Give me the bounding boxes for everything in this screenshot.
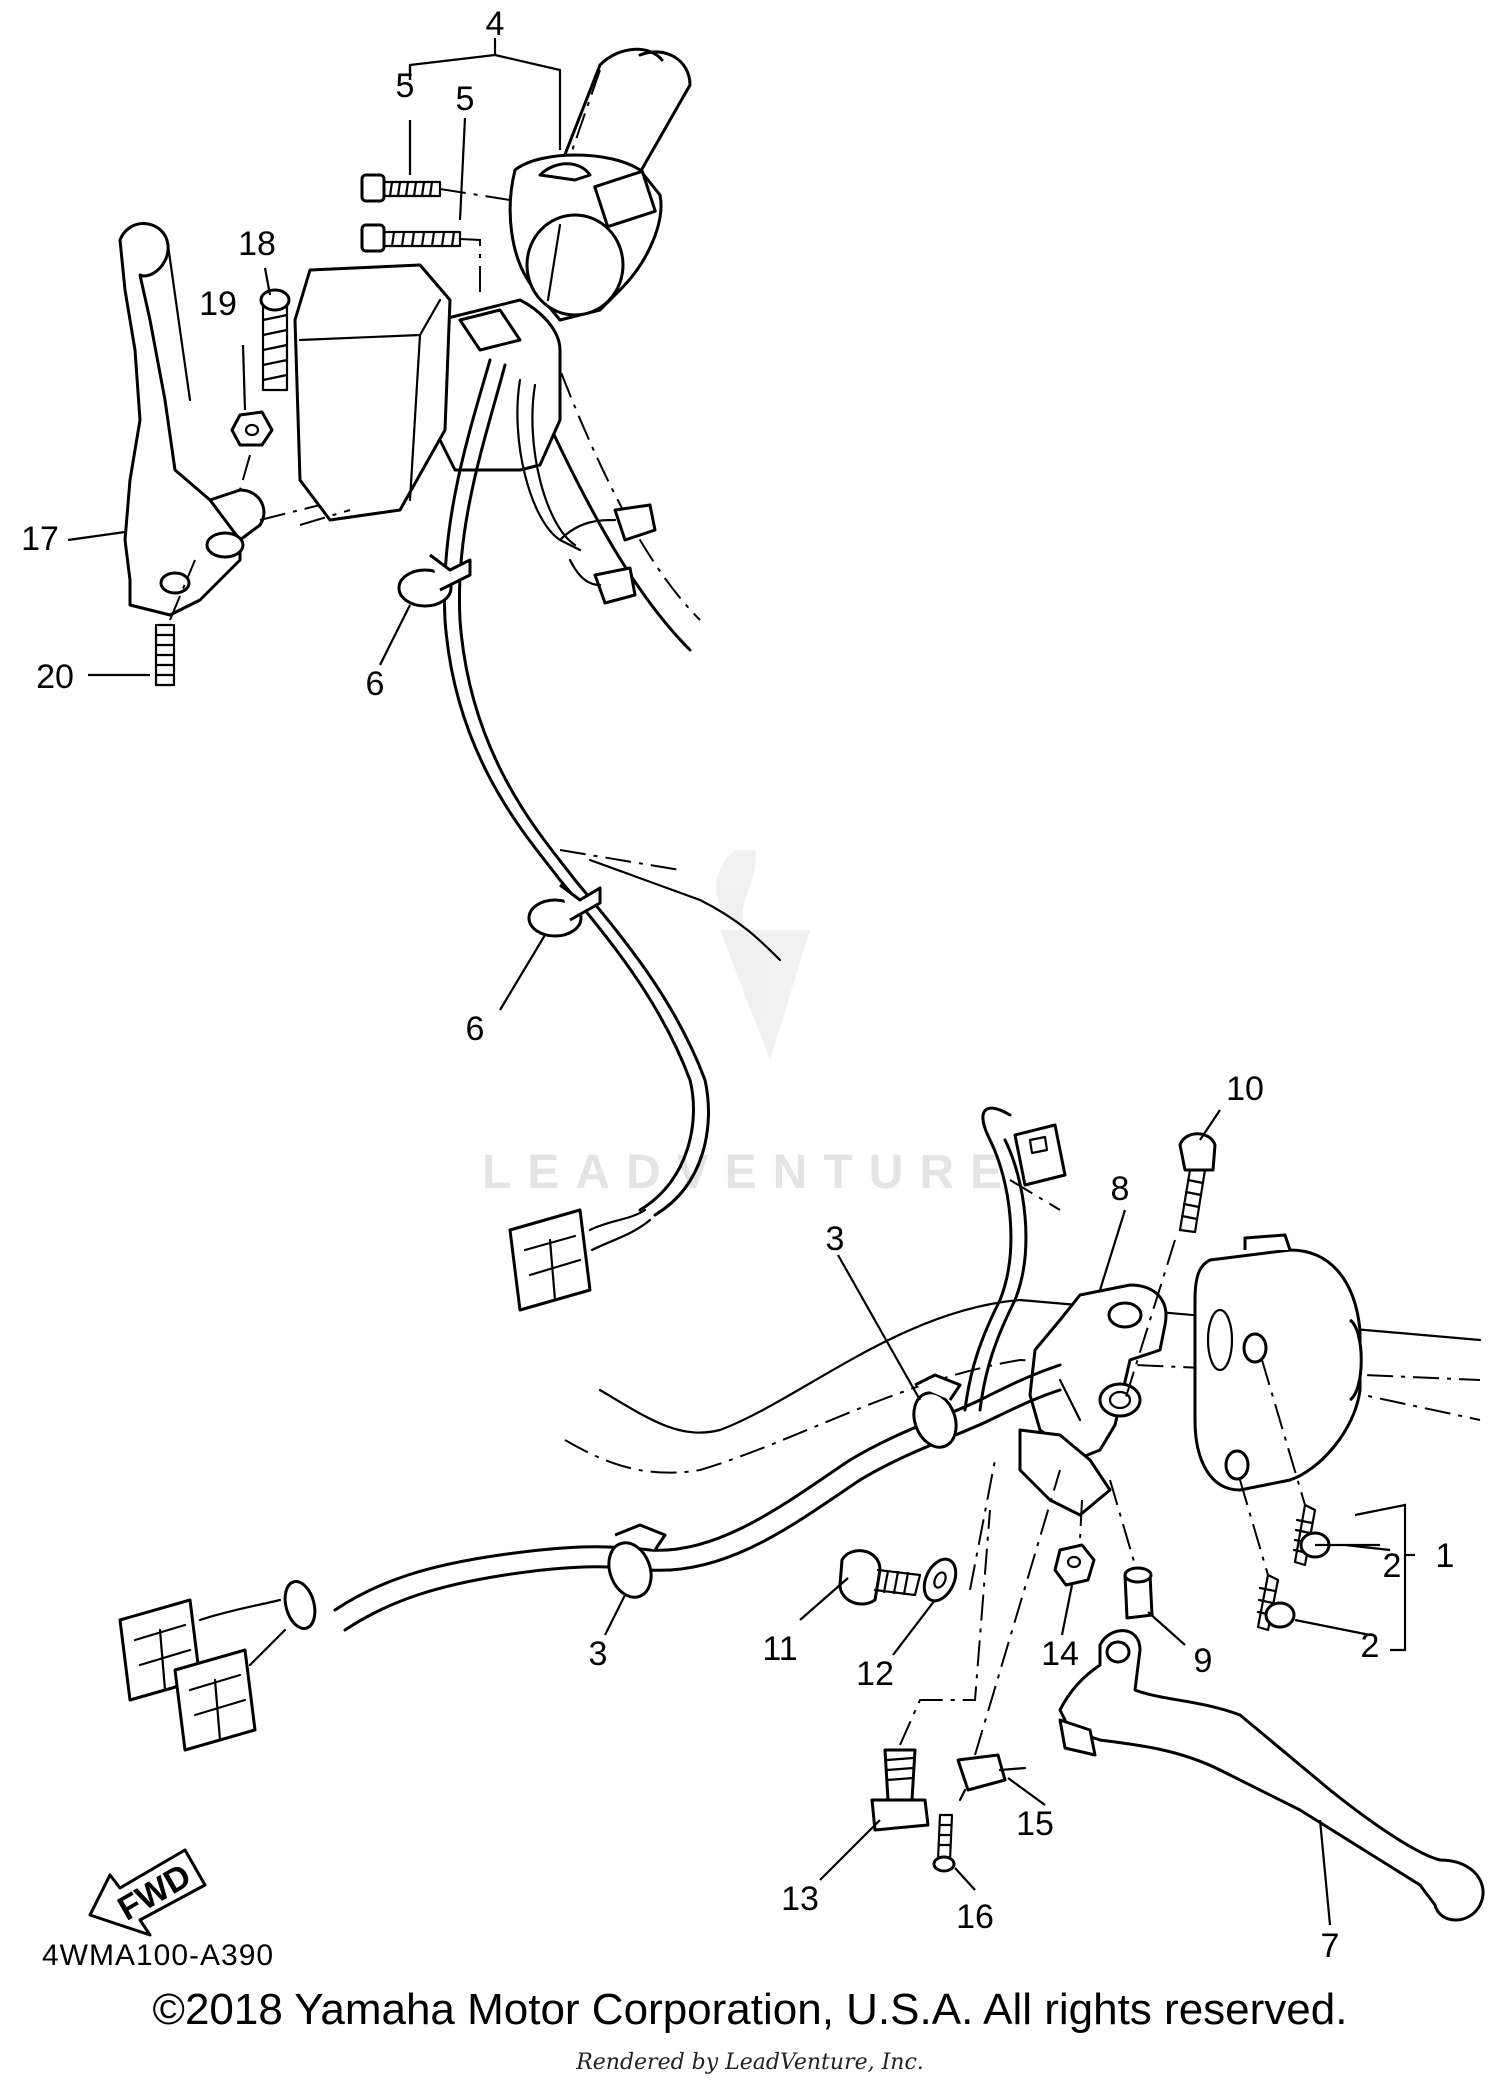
connector-small-upper [558,503,657,605]
callout-14: 14 [1041,1635,1079,1673]
callout-2a: 2 [1383,1547,1402,1585]
copyright-notice: ©2018 Yamaha Motor Corporation, U.S.A. A… [152,1985,1348,2034]
switch-housing-4 [508,153,663,322]
callout-8: 8 [1111,1170,1130,1208]
screw-5a [360,173,442,203]
callout-9: 9 [1194,1642,1213,1680]
clutch-lever-17 [118,222,266,617]
wire-harness-upper [442,358,710,1217]
connector-small-lower [1013,1123,1067,1187]
brake-lever-7 [1058,1629,1485,1922]
wire-clamp-6a [397,553,472,608]
switch-15 [956,1753,1027,1802]
callout-11: 11 [762,1630,797,1668]
callout-15: 15 [1016,1805,1054,1843]
screw-2a [1292,1503,1331,1567]
bolt-18 [259,288,291,392]
nut-14 [1053,1543,1096,1587]
callout-3a: 3 [826,1220,845,1258]
switch-body-upper [293,263,562,522]
wire-harness-lower [333,1106,1062,1632]
callout-5b: 5 [456,80,475,118]
screw-2b [1256,1573,1296,1632]
nut-19 [230,410,274,447]
connector-upper-end [508,1208,652,1312]
switch-housing-1 [1193,1233,1363,1492]
callout-20: 20 [36,658,74,696]
connector-lower-end [118,1580,317,1752]
spring-20 [154,559,196,687]
washer-12 [922,1557,958,1603]
screw-11 [838,1549,922,1606]
wire-clamp-3b [607,1523,667,1599]
callout-10: 10 [1226,1070,1264,1108]
callout-5a: 5 [396,67,415,105]
diagram-code: 4WMA100-A390 [42,1939,275,1972]
callout-3b: 3 [589,1635,608,1673]
render-credit: Rendered by LeadVenture, Inc. [576,2050,924,2075]
screw-5b [360,223,462,253]
callout-2b: 2 [1361,1627,1380,1665]
callout-6a: 6 [366,665,385,703]
callout-13: 13 [781,1880,819,1918]
forward-arrow: FWD [88,1848,207,1937]
master-cylinder-bracket-8 [1018,1283,1168,1517]
callout-19: 19 [199,285,237,323]
callout-12: 12 [856,1655,894,1693]
callout-17: 17 [21,520,59,558]
callout-6b: 6 [466,1010,485,1048]
wire-clamp-6b [527,883,602,938]
screw-16 [932,1813,956,1873]
callout-4: 4 [486,5,505,43]
collar-9 [1123,1566,1154,1620]
callout-16: 16 [956,1898,994,1936]
bolt-10 [1178,1132,1217,1234]
callouts: 4 5 5 18 19 17 20 6 6 10 8 3 1 2 2 3 11 … [21,5,1454,1965]
watermark-text: LEADVENTURE [481,1146,1019,1199]
wire-clamp-3a [912,1373,962,1449]
callout-1: 1 [1436,1537,1455,1575]
callout-18: 18 [238,225,276,263]
watermark-logo [716,850,810,1060]
callout-7: 7 [1321,1927,1340,1965]
leader-lines [67,38,1391,1926]
bolt-13 [870,1748,930,1832]
